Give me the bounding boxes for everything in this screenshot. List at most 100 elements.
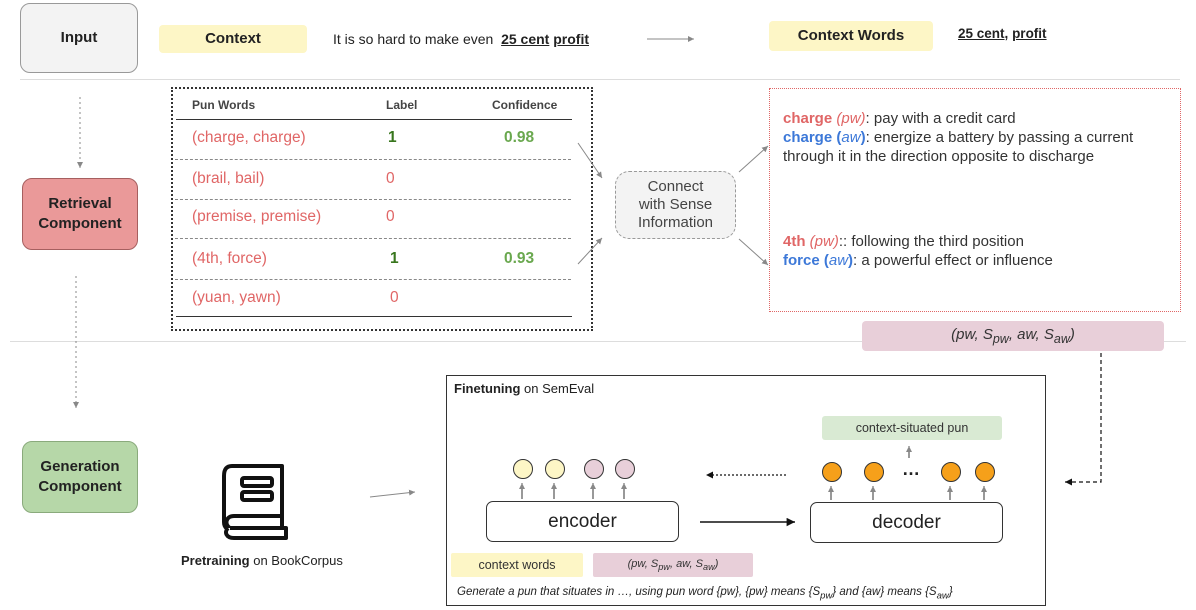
decoder-token <box>941 462 961 482</box>
context-words-value: 25 cent, profit <box>958 26 1047 41</box>
context-words-input-chip: context words <box>451 553 583 577</box>
pun-table-frame <box>171 87 593 331</box>
tuple-chip: (pw, Spw, aw, Saw) <box>862 321 1164 351</box>
prompt-end: } <box>948 586 953 598</box>
generation-component-box: Generation Component <box>22 441 138 513</box>
table-header-rule <box>176 119 572 120</box>
row-pun-words: (premise, premise) <box>192 208 322 225</box>
finetuning-title: Finetuning on SemEval <box>454 381 594 396</box>
fourth-tag: (pw) <box>809 233 839 250</box>
pretraining-bold: Pretraining <box>181 553 250 568</box>
charge-aw-tag-open: ( <box>836 129 842 146</box>
sentence-word-25-cent: 25 cent <box>501 31 550 47</box>
retrieval-component-box: Retrieval Component <box>22 178 138 250</box>
tuple-s-pw: S <box>982 326 993 343</box>
row-divider <box>175 159 571 160</box>
row4-to-connect-arrow <box>577 237 603 265</box>
input-tuple-s-pw-sub: pw <box>658 562 670 573</box>
fourth-word: 4th <box>783 233 806 250</box>
tuple-s-aw: S <box>1043 326 1054 343</box>
force-word: force <box>783 252 820 269</box>
prompt-prefix: Generate a pun that situates in …, using… <box>457 586 821 598</box>
row-divider <box>175 279 571 280</box>
row-confidence: 0.93 <box>504 250 535 267</box>
input-tuple-aw: aw <box>676 557 690 570</box>
pretrain-to-finetune-arrow <box>369 489 416 498</box>
encoder-token-sense <box>584 459 604 479</box>
context-words-input-label: context words <box>478 558 556 572</box>
sentence-prefix: It is so hard to make even <box>333 31 494 47</box>
prompt-sub-pw: pw <box>820 590 833 602</box>
tuple-aw: aw <box>1017 326 1036 343</box>
pretraining-rest: on BookCorpus <box>249 553 343 568</box>
charge-aw-definition-1: : energize a battery by passing a curren… <box>865 129 1134 146</box>
context-words-chip-label: Context Words <box>797 27 905 44</box>
force-tag: aw <box>828 252 849 269</box>
header-pun-words: Pun Words <box>192 98 256 112</box>
book-icon <box>210 452 300 542</box>
generation-label-1: Generation <box>40 458 120 475</box>
table-row: (yuan, yawn) 0 <box>192 279 572 319</box>
decoder-token <box>975 462 995 482</box>
sense-charge-aw: charge (aw): energize a battery by passi… <box>783 128 1133 147</box>
force-tag-open: ( <box>823 252 829 269</box>
row-label: 1 <box>388 129 397 146</box>
header-confidence: Confidence <box>492 98 558 112</box>
row1-to-connect-arrow <box>577 142 603 179</box>
tuple-pw: pw <box>956 326 975 343</box>
sense-tuple-input-chip: (pw, Spw, aw, Saw) <box>593 553 753 577</box>
context-word-profit: profit <box>1012 26 1047 41</box>
tuple-s-aw-sub: aw <box>1053 332 1070 346</box>
row-divider <box>175 199 571 200</box>
context-sentence: It is so hard to make even 25 cent profi… <box>333 31 589 47</box>
charge-pw-definition: : pay with a credit card <box>865 110 1016 127</box>
context-situated-pun-label: context-situated pun <box>855 421 969 435</box>
force-tag-close: ) <box>848 252 854 269</box>
retrieval-label-1: Retrieval <box>48 195 112 212</box>
row-pun-words: (brail, bail) <box>192 170 265 187</box>
charge-pw-tag: (pw) <box>836 110 866 127</box>
sense-tuple-input-text: (pw, Spw, aw, Saw) <box>627 557 719 573</box>
finetuning-title-rest: on SemEval <box>520 381 595 396</box>
pun-table-header: Pun Words Label Confidence <box>192 98 572 114</box>
row-pun-words: (charge, charge) <box>192 129 306 146</box>
tuple-to-model-arrow <box>1065 353 1102 486</box>
charge-aw-tag: aw <box>841 129 861 146</box>
input-tuple-pw: pw <box>631 557 645 570</box>
sense-force-aw: force (aw): a powerful effect or influen… <box>783 251 1053 270</box>
sense-info-frame <box>769 88 1181 312</box>
charge-pw-word: charge <box>783 110 833 127</box>
connect-to-charge-arrow <box>738 145 769 173</box>
table-row: (4th, force) 1 0.93 <box>192 240 572 280</box>
input-tuple-s-aw: S <box>695 557 703 570</box>
input-tuple-s-pw: S <box>650 557 659 570</box>
retrieval-label-2: Component <box>38 215 122 232</box>
finetuning-frame <box>446 375 1046 606</box>
sense-charge-aw-line2: through it in the direction opposite to … <box>783 147 1094 166</box>
prompt-mid: } and {aw} means {S <box>832 586 937 598</box>
charge-aw-tag-close: ) <box>860 129 866 146</box>
tuple-s-pw-sub: pw <box>992 332 1009 346</box>
decoder-box: decoder <box>810 502 1003 543</box>
table-row: (premise, premise) 0 <box>192 198 572 238</box>
encoder-label: encoder <box>548 510 617 532</box>
connect-to-force-arrow <box>738 238 769 266</box>
connect-line-1: Connect <box>647 178 704 195</box>
fourth-definition: :: following the third position <box>838 233 1024 250</box>
force-definition: : a powerful effect or influence <box>853 252 1053 269</box>
sense-charge-pw: charge (pw): pay with a credit card <box>783 109 1016 128</box>
input-tuple-s-aw-sub: aw <box>703 562 715 573</box>
decoder-token <box>864 462 884 482</box>
encoder-token-context <box>513 459 533 479</box>
input-box: Input <box>20 3 138 73</box>
context-words-separator: , <box>1004 26 1009 41</box>
context-words-chip: Context Words <box>769 21 933 51</box>
connect-line-3: Information <box>637 214 714 231</box>
context-chip: Context <box>159 25 307 53</box>
context-word-25-cent: 25 cent <box>958 26 1005 41</box>
decoder-up-arrows <box>828 446 987 500</box>
sentence-word-profit: profit <box>553 31 589 47</box>
input-label: Input <box>60 29 98 46</box>
row-label: 1 <box>390 250 399 267</box>
connect-sense-box: Connect with Sense Information <box>615 171 736 239</box>
